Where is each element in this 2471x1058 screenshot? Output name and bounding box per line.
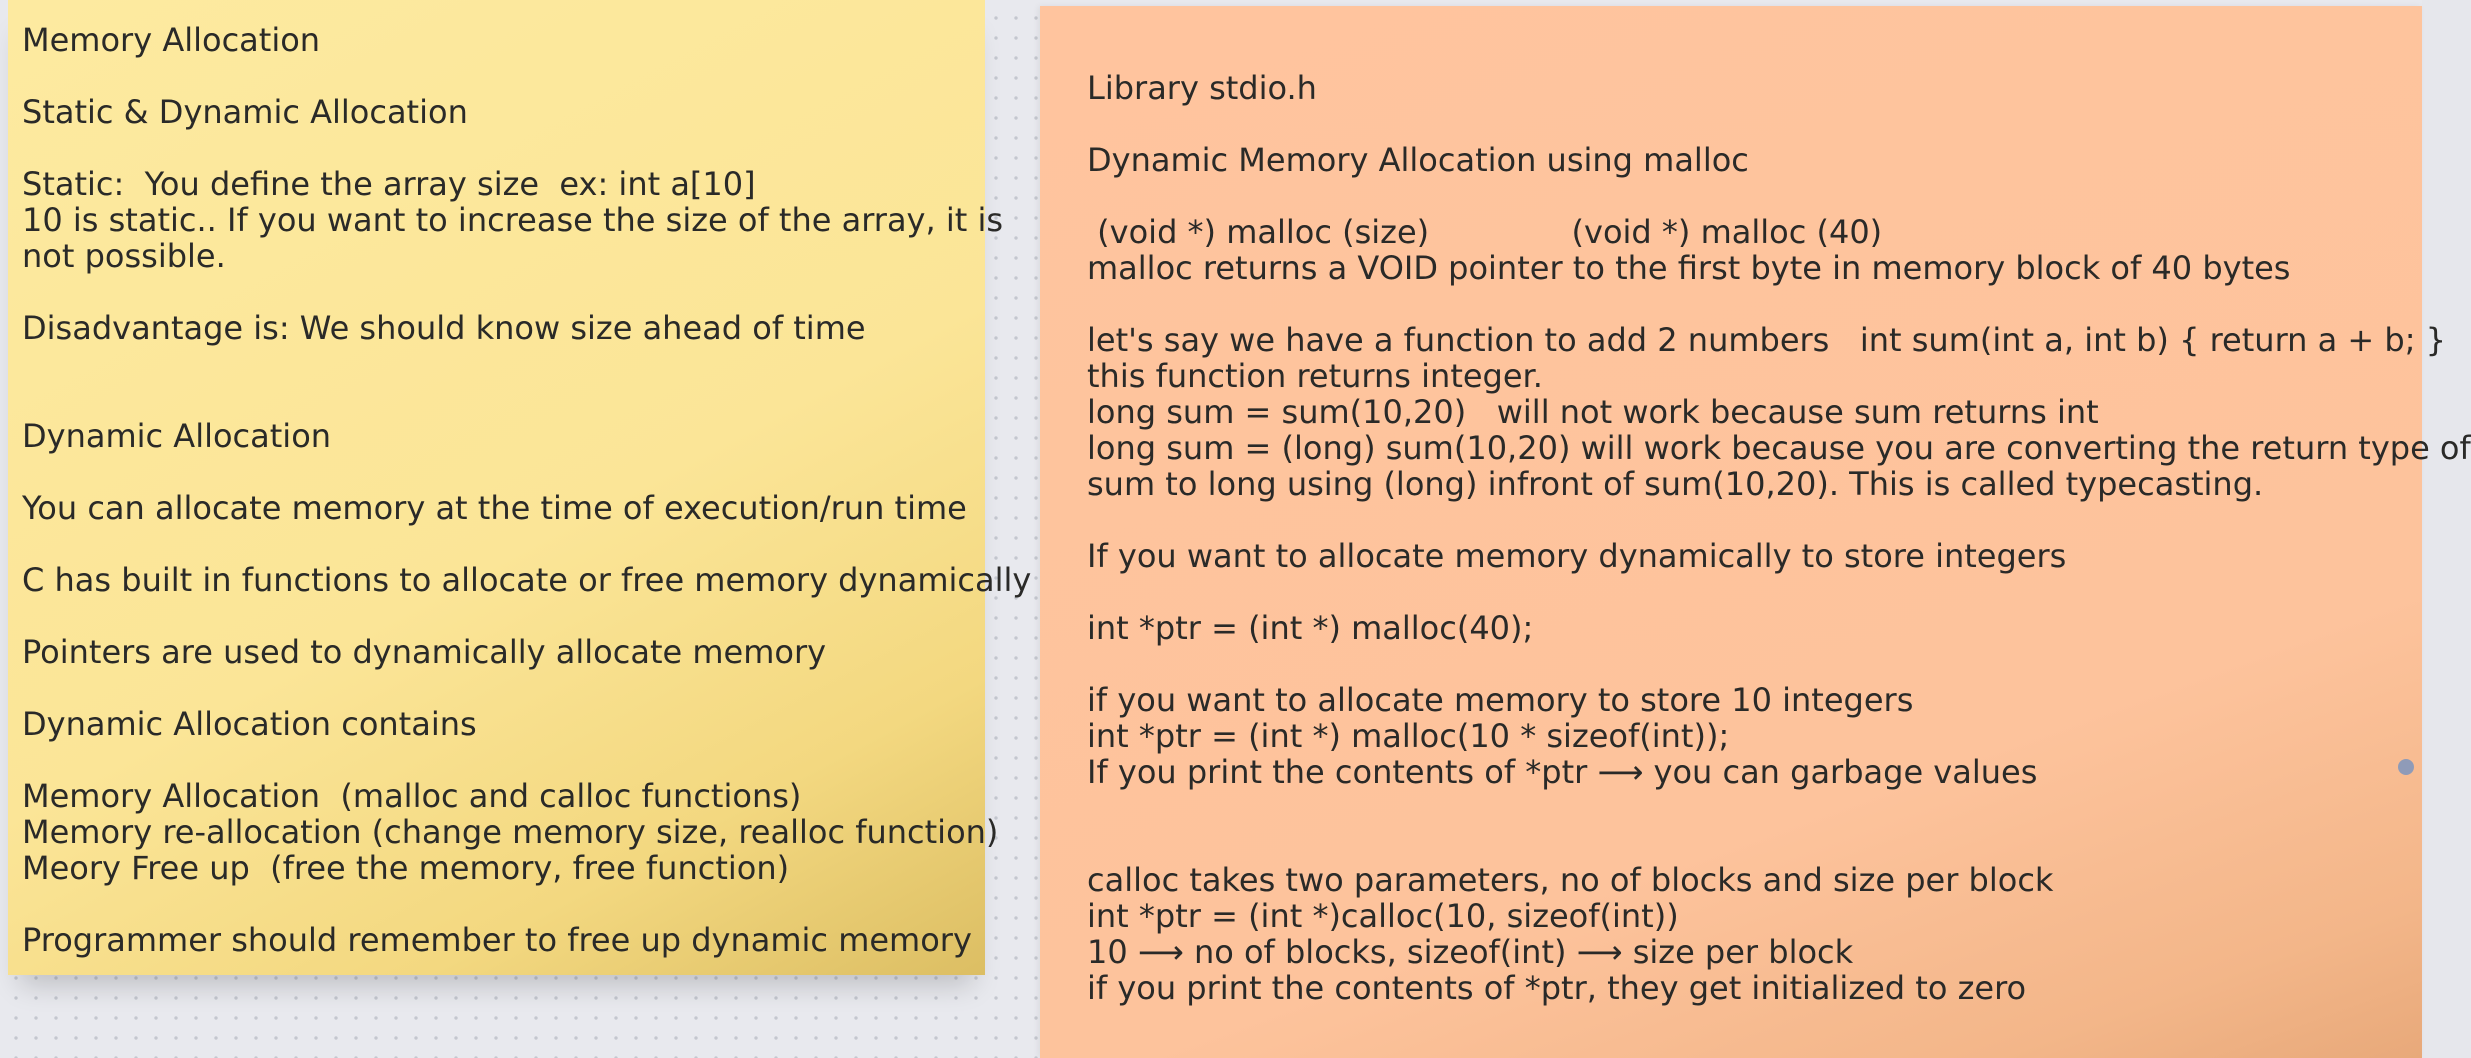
note-line: Meory Free up (free the memory, free fun… <box>22 849 790 887</box>
note-spacer <box>1087 286 2422 322</box>
note-spacer <box>22 454 985 490</box>
note-line: int *ptr = (int *) malloc(10 * sizeof(in… <box>1087 717 1730 755</box>
note-spacer <box>22 886 985 922</box>
note-spacer <box>22 130 985 166</box>
note-spacer <box>22 742 985 778</box>
note-line: Library stdio.h <box>1087 69 1317 107</box>
note-line: Disadvantage is: We should know size ahe… <box>22 309 866 347</box>
note-line: 10 is static.. If you want to increase t… <box>22 201 1003 239</box>
note-line: Programmer should remember to free up dy… <box>22 921 972 959</box>
scroll-indicator-icon[interactable] <box>2398 759 2414 775</box>
note-line: Pointers are used to dynamically allocat… <box>22 633 827 671</box>
note-line: sum to long using (long) infront of sum(… <box>1087 465 2264 503</box>
note-line: Dynamic Allocation <box>22 417 332 455</box>
note-spacer <box>22 346 985 382</box>
note-line: malloc returns a VOID pointer to the fir… <box>1087 249 2291 287</box>
note-spacer <box>1087 790 2422 826</box>
note-line: long sum = sum(10,20) will not work beca… <box>1087 393 2099 431</box>
note-line: Memory Allocation <box>22 21 321 59</box>
note-line: Static: You define the array size ex: in… <box>22 165 756 203</box>
note-line: calloc takes two parameters, no of block… <box>1087 861 2054 899</box>
note-line: let's say we have a function to add 2 nu… <box>1087 321 2446 359</box>
note-line: You can allocate memory at the time of e… <box>22 489 967 527</box>
note-line: If you print the contents of *ptr ⟶ you … <box>1087 753 2038 791</box>
note-spacer <box>22 526 985 562</box>
note-spacer <box>1087 574 2422 610</box>
note-line: (void *) malloc (size) (void *) malloc (… <box>1087 213 1883 251</box>
note-line: not possible. <box>22 237 226 275</box>
note-line: C has built in functions to allocate or … <box>22 561 1032 599</box>
note-line: 10 ⟶ no of blocks, sizeof(int) ⟶ size pe… <box>1087 933 1854 971</box>
note-line: Dynamic Memory Allocation using malloc <box>1087 141 1749 179</box>
note-spacer <box>22 58 985 94</box>
note-spacer <box>1087 106 2422 142</box>
note-line: Memory Allocation (malloc and calloc fun… <box>22 777 802 815</box>
note-line: Static & Dynamic Allocation <box>22 93 468 131</box>
note-line: this function returns integer. <box>1087 357 1543 395</box>
note-spacer <box>1087 502 2422 538</box>
note-line: if you print the contents of *ptr, they … <box>1087 969 2027 1007</box>
note-line: int *ptr = (int *) malloc(40); <box>1087 609 1534 647</box>
note-line: If you want to allocate memory dynamical… <box>1087 537 2067 575</box>
note-spacer <box>22 382 985 418</box>
note-spacer <box>22 598 985 634</box>
note-line: long sum = (long) sum(10,20) will work b… <box>1087 429 2471 467</box>
note-spacer <box>22 274 985 310</box>
note-line: int *ptr = (int *)calloc(10, sizeof(int)… <box>1087 897 1679 935</box>
note-spacer <box>1087 826 2422 862</box>
note-line: Memory re-allocation (change memory size… <box>22 813 999 851</box>
note-line: if you want to allocate memory to store … <box>1087 681 1914 719</box>
note-spacer <box>1087 646 2422 682</box>
sticky-note-dynamic-memory-malloc[interactable]: Library stdio.h Dynamic Memory Allocatio… <box>1040 6 2471 1058</box>
note-spacer <box>22 670 985 706</box>
note-spacer <box>1087 178 2422 214</box>
note-line: Dynamic Allocation contains <box>22 705 477 743</box>
sticky-note-memory-allocation[interactable]: Memory Allocation Static & Dynamic Alloc… <box>8 0 1032 975</box>
